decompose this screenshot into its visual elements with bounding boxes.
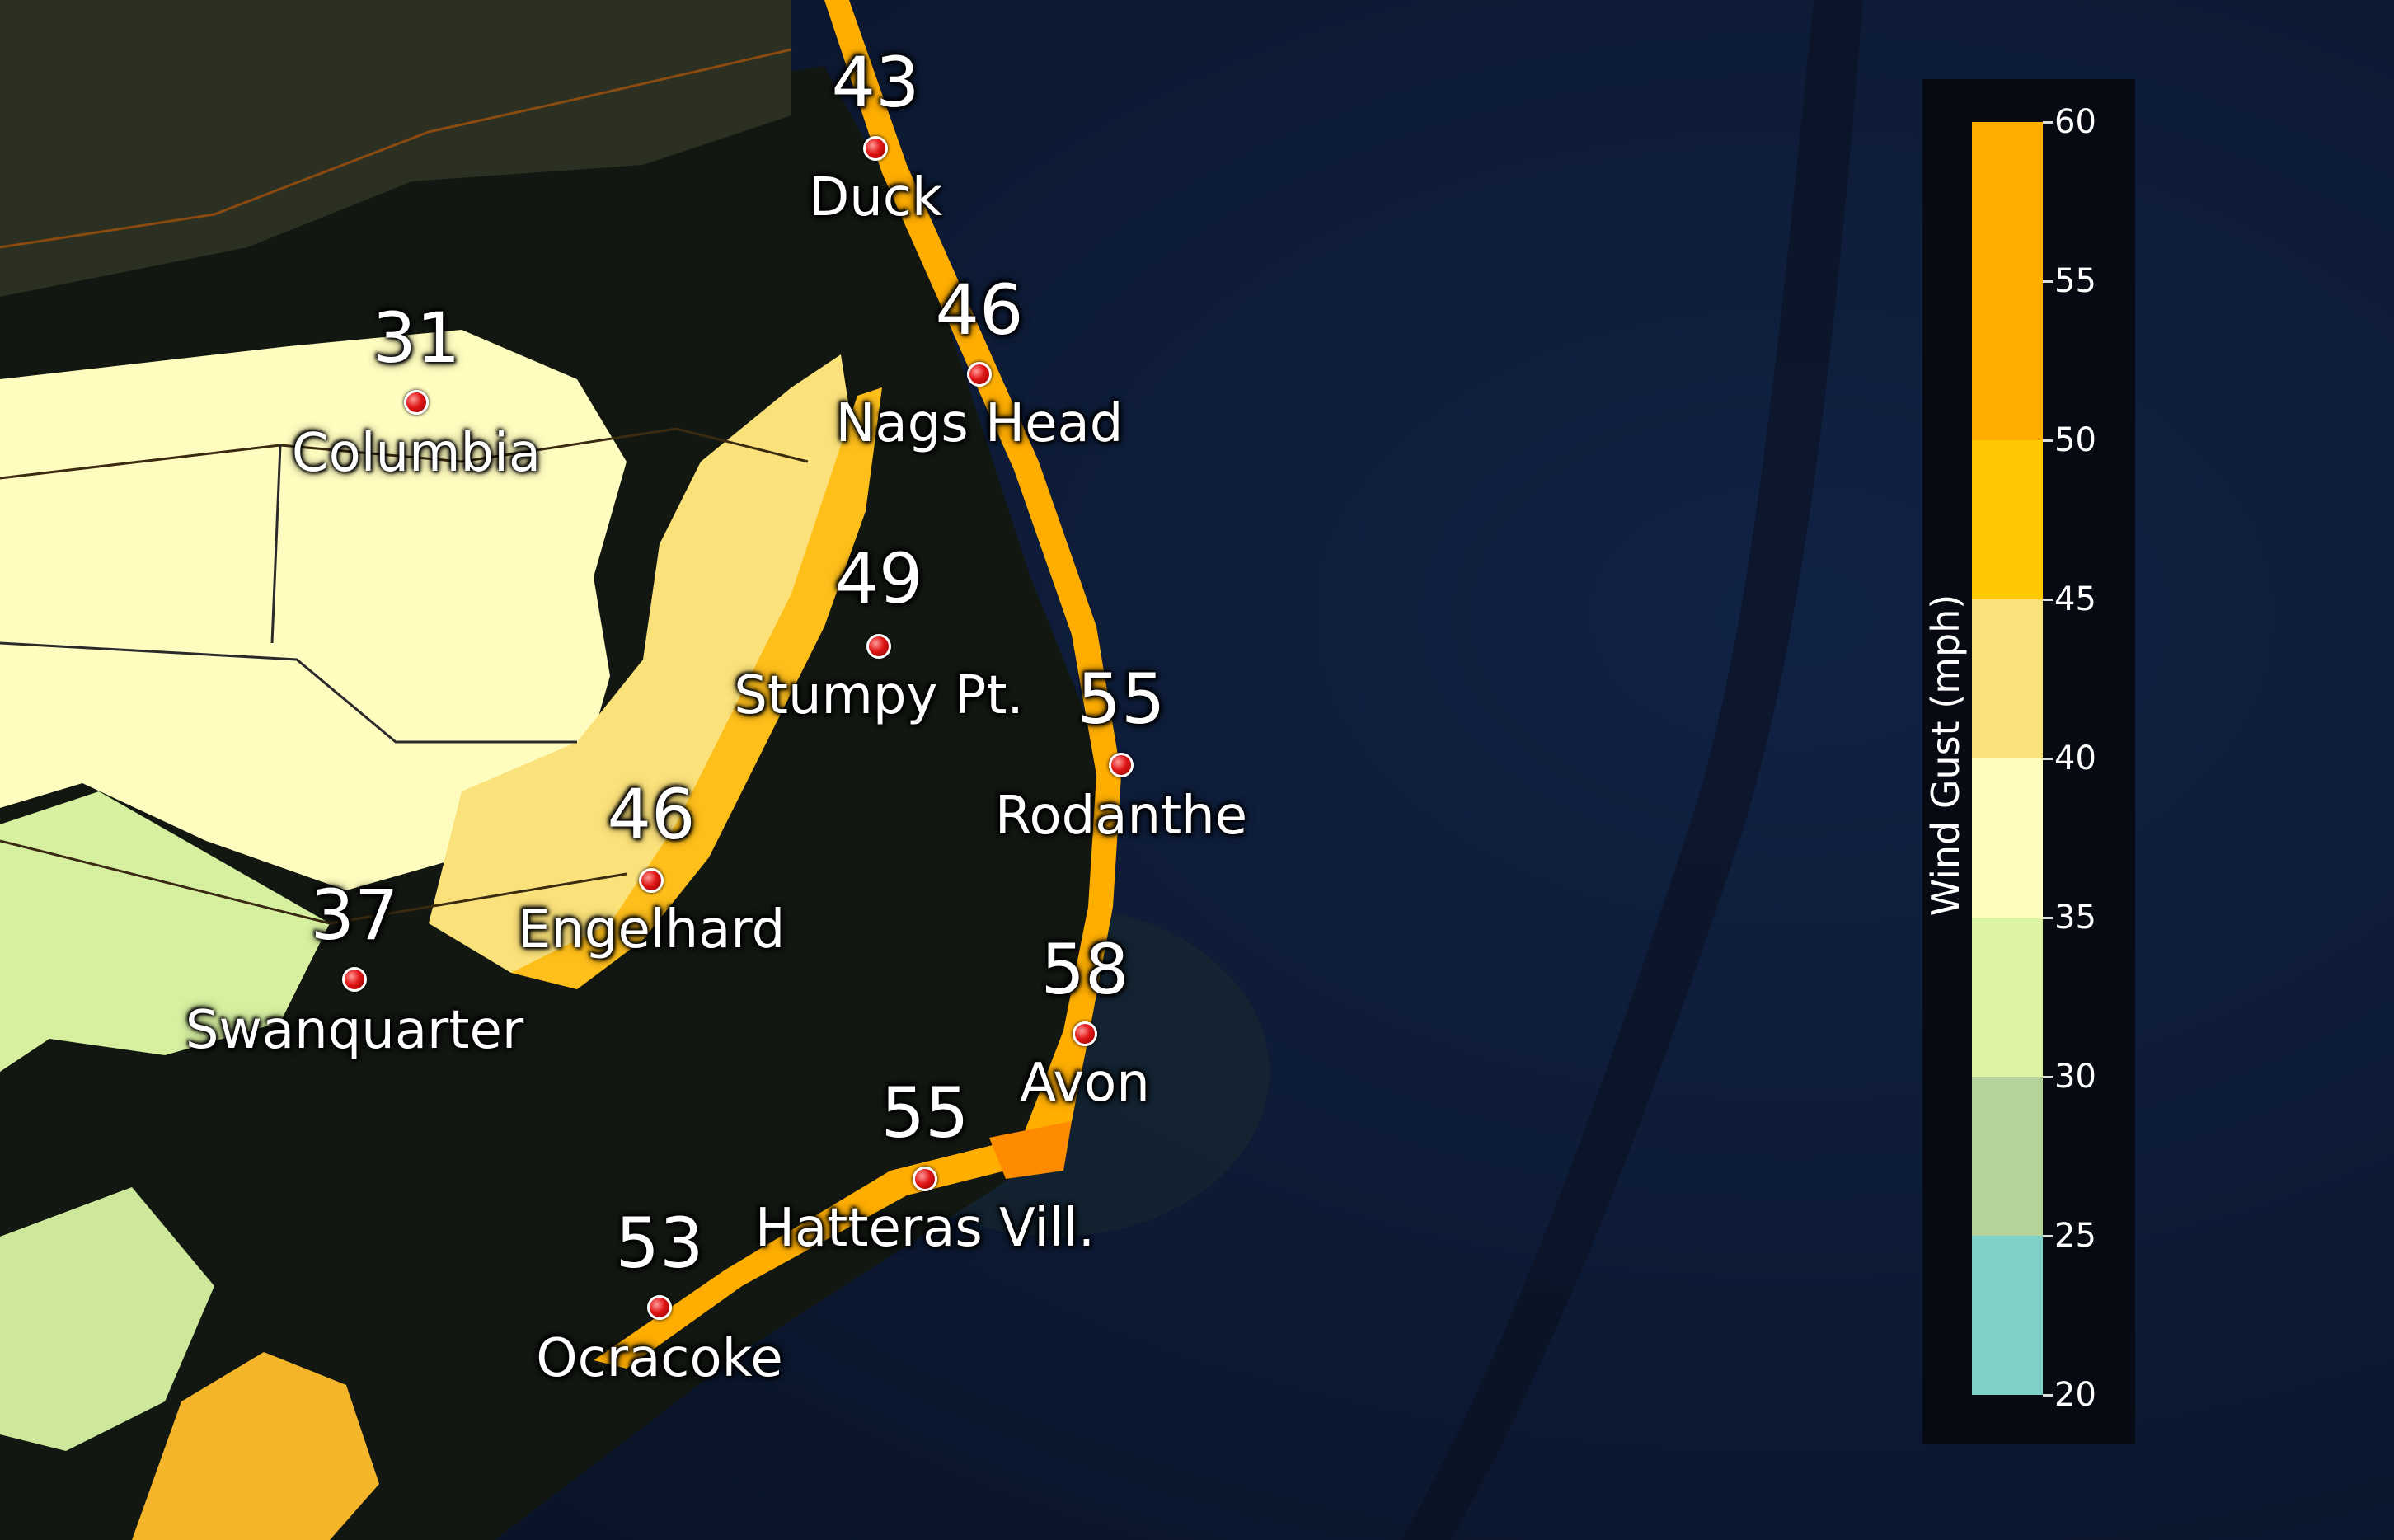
legend-band bbox=[1972, 918, 2043, 1077]
station-marker[interactable] bbox=[967, 362, 992, 387]
shelf-shadow bbox=[1401, 0, 1863, 1540]
legend-tick-mark bbox=[2043, 1394, 2053, 1397]
station-name: Rodanthe bbox=[994, 786, 1248, 847]
legend-title: Wind Gust (mph) bbox=[1923, 594, 1968, 917]
gust-value: 46 bbox=[935, 270, 1024, 350]
legend-tick-label: 50 bbox=[2054, 421, 2096, 459]
legend-tick-label: 20 bbox=[2054, 1376, 2096, 1414]
gust-value: 37 bbox=[310, 875, 399, 955]
legend-band bbox=[1972, 440, 2043, 599]
legend-tick-mark bbox=[2043, 1235, 2053, 1237]
inland-north bbox=[0, 0, 791, 297]
legend-band bbox=[1972, 758, 2043, 918]
county-line bbox=[0, 641, 577, 744]
cape-hatteras bbox=[989, 1121, 1072, 1179]
station-marker[interactable] bbox=[404, 390, 429, 415]
station-marker[interactable] bbox=[1109, 753, 1134, 777]
legend-tick-mark bbox=[2043, 917, 2053, 919]
station-marker[interactable] bbox=[866, 634, 891, 659]
legend-tick-label: 45 bbox=[2054, 580, 2096, 618]
station-name: Avon bbox=[1020, 1053, 1150, 1114]
legend-colorbar bbox=[1972, 122, 2043, 1395]
gust-value: 49 bbox=[834, 538, 923, 619]
color-legend: Wind Gust (mph) 60 55 50 45 40 35 30 25 20 bbox=[1922, 79, 2135, 1444]
county-line bbox=[270, 444, 282, 644]
legend-band bbox=[1972, 1236, 2043, 1395]
legend-tick-label: 25 bbox=[2054, 1217, 2096, 1255]
station-marker[interactable] bbox=[913, 1167, 937, 1191]
legend-tick-mark bbox=[2043, 121, 2053, 124]
county-line bbox=[0, 427, 809, 480]
station-marker[interactable] bbox=[863, 136, 888, 161]
legend-band bbox=[1972, 281, 2043, 440]
station-name: Duck bbox=[808, 167, 943, 228]
gust-value: 31 bbox=[372, 298, 461, 378]
legend-tick-mark bbox=[2043, 439, 2053, 442]
gust-value: 55 bbox=[880, 1073, 969, 1153]
legend-tick-label: 55 bbox=[2054, 262, 2096, 300]
southwest-green bbox=[0, 1187, 214, 1451]
station-marker[interactable] bbox=[342, 967, 367, 992]
legend-tick-label: 40 bbox=[2054, 739, 2096, 777]
legend-tick-mark bbox=[2043, 599, 2053, 601]
legend-band bbox=[1972, 1077, 2043, 1236]
gust-value: 58 bbox=[1040, 929, 1129, 1010]
gust-value: 53 bbox=[615, 1203, 704, 1284]
southwest-orange bbox=[132, 1352, 379, 1540]
station-name: Ocracoke bbox=[536, 1328, 783, 1389]
legend-band bbox=[1972, 599, 2043, 758]
gust-value: 46 bbox=[607, 774, 696, 855]
station-name: Nags Head bbox=[835, 393, 1124, 454]
mainland-orange bbox=[511, 387, 882, 989]
legend-tick-mark bbox=[2043, 280, 2053, 283]
mainland-pale bbox=[0, 330, 627, 890]
mainland-lightorange bbox=[429, 354, 857, 973]
legend-tick-mark bbox=[2043, 758, 2053, 760]
gust-value: 43 bbox=[831, 42, 920, 123]
county-line bbox=[0, 839, 627, 925]
station-name: Swanquarter bbox=[185, 1000, 524, 1061]
station-marker[interactable] bbox=[647, 1295, 672, 1320]
station-name: Hatteras Vill. bbox=[754, 1198, 1096, 1259]
station-name: Columbia bbox=[291, 423, 542, 484]
station-marker[interactable] bbox=[1073, 1021, 1097, 1046]
legend-tick-label: 60 bbox=[2054, 103, 2096, 141]
legend-tick-label: 30 bbox=[2054, 1058, 2096, 1096]
station-marker[interactable] bbox=[639, 868, 664, 893]
legend-band bbox=[1972, 122, 2043, 281]
legend-tick-mark bbox=[2043, 1076, 2053, 1078]
highway bbox=[0, 48, 792, 249]
station-name: Stumpy Pt. bbox=[734, 665, 1024, 726]
station-name: Engelhard bbox=[517, 899, 786, 960]
legend-tick-label: 35 bbox=[2054, 899, 2096, 937]
gust-value: 55 bbox=[1077, 659, 1166, 739]
